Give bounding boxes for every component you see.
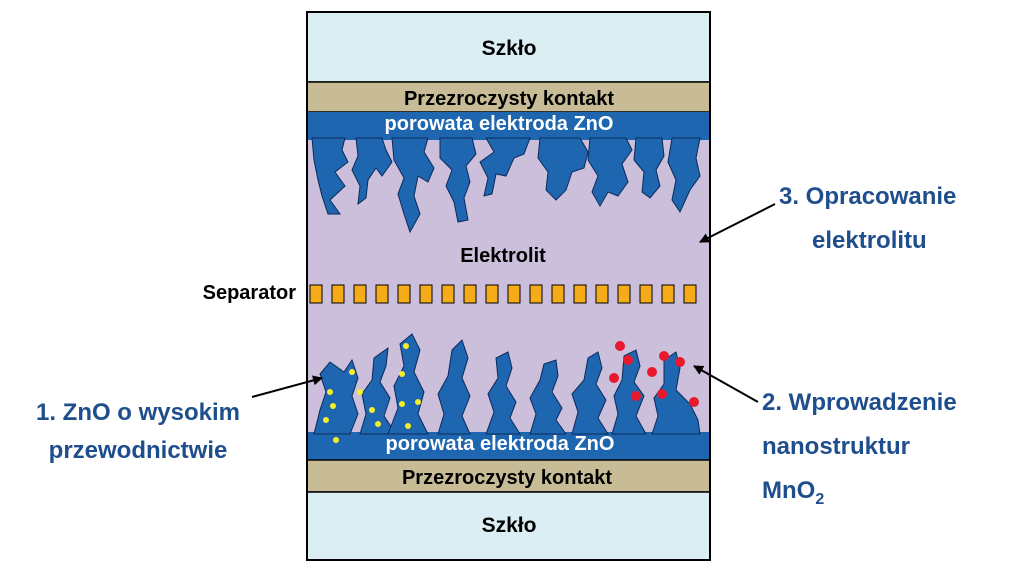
contact-top-layer bbox=[306, 81, 711, 113]
top-electrode-band bbox=[307, 112, 710, 140]
bottom-finger bbox=[571, 351, 609, 435]
electrode-bottom-label: porowata elektroda ZnO bbox=[386, 433, 615, 455]
arrow-icon bbox=[699, 203, 776, 243]
glass-top-layer bbox=[306, 11, 711, 83]
conductivity-dot bbox=[333, 437, 339, 443]
bottom-finger bbox=[529, 359, 567, 435]
mno2-particle bbox=[623, 355, 633, 365]
conductivity-dot bbox=[327, 389, 333, 395]
conductivity-dot bbox=[415, 399, 421, 405]
conductivity-dot bbox=[323, 417, 329, 423]
bottom-finger bbox=[485, 351, 521, 435]
glass-bottom-layer bbox=[306, 491, 711, 561]
glass-top-label: Szkło bbox=[482, 37, 537, 60]
conductivity-dot bbox=[369, 407, 375, 413]
contact-bottom-label: Przezroczysty kontakt bbox=[402, 467, 612, 489]
callout-3-line-2: elektrolitu bbox=[812, 227, 927, 254]
callout-1-line-1: 1. ZnO o wysokim bbox=[36, 399, 240, 426]
bottom-finger bbox=[359, 346, 397, 435]
electrode-top-label: porowata elektroda ZnO bbox=[385, 113, 614, 135]
conductivity-dot bbox=[399, 371, 405, 377]
bottom-finger bbox=[611, 349, 647, 435]
callout-2-line-2: nanostruktur bbox=[762, 433, 910, 460]
cell-stack bbox=[306, 11, 711, 561]
separator-segment bbox=[419, 284, 433, 304]
separator-segment bbox=[573, 284, 587, 304]
bottom-electrode-fingers bbox=[313, 333, 701, 435]
conductivity-dot bbox=[330, 403, 336, 409]
top-electrode-fingers bbox=[311, 137, 701, 234]
top-finger bbox=[537, 137, 589, 201]
top-finger bbox=[439, 137, 477, 223]
separator-segment bbox=[683, 284, 697, 304]
callout-2-line-3: MnO2 bbox=[762, 477, 824, 508]
top-finger bbox=[351, 137, 393, 206]
mno2-particle bbox=[631, 391, 641, 401]
callout-2-line-1: 2. Wprowadzenie bbox=[762, 389, 957, 416]
arrow-icon bbox=[693, 365, 759, 403]
glass-bottom-label: Szkło bbox=[482, 514, 537, 537]
electrolyte-label: Elektrolit bbox=[460, 245, 546, 267]
top-finger bbox=[587, 137, 633, 208]
separator-segment bbox=[551, 284, 565, 304]
separator-segment bbox=[441, 284, 455, 304]
mno2-particle bbox=[615, 341, 625, 351]
separator-segment bbox=[661, 284, 675, 304]
separator-segment bbox=[639, 284, 653, 304]
conductivity-dot bbox=[403, 343, 409, 349]
bottom-finger bbox=[313, 358, 359, 435]
separator-segment bbox=[463, 284, 477, 304]
callout-1-line-2: przewodnictwie bbox=[49, 437, 228, 464]
red-dots bbox=[609, 341, 699, 407]
bottom-finger bbox=[387, 333, 429, 435]
separator-label: Separator bbox=[203, 282, 297, 304]
separator-segment bbox=[397, 284, 411, 304]
bottom-finger bbox=[437, 339, 471, 435]
cell-outline bbox=[306, 11, 711, 561]
separator-segment bbox=[617, 284, 631, 304]
mno2-subscript: 2 bbox=[815, 491, 824, 508]
separator-strip bbox=[309, 284, 697, 304]
mno2-particle bbox=[647, 367, 657, 377]
separator-segment bbox=[309, 284, 323, 304]
mno2-particle bbox=[675, 357, 685, 367]
separator-segment bbox=[331, 284, 345, 304]
top-finger bbox=[311, 137, 349, 215]
conductivity-dot bbox=[349, 369, 355, 375]
top-finger bbox=[391, 137, 435, 234]
conductivity-dot bbox=[399, 401, 405, 407]
conductivity-dot bbox=[375, 421, 381, 427]
mno2-particle bbox=[657, 389, 667, 399]
mno2-main: MnO bbox=[762, 477, 815, 504]
separator-segment bbox=[507, 284, 521, 304]
conductivity-dot bbox=[405, 423, 411, 429]
arrow-icon bbox=[251, 375, 323, 398]
bottom-electrode-band bbox=[307, 432, 710, 460]
top-finger bbox=[633, 137, 665, 199]
mno2-particle bbox=[609, 373, 619, 383]
contact-top-label: Przezroczysty kontakt bbox=[404, 88, 614, 110]
separator-segment bbox=[529, 284, 543, 304]
top-finger bbox=[479, 137, 531, 197]
mno2-particle bbox=[659, 351, 669, 361]
conductivity-dot bbox=[357, 389, 363, 395]
separator-segment bbox=[375, 284, 389, 304]
callout-3-line-1: 3. Opracowanie bbox=[779, 183, 956, 210]
top-finger bbox=[667, 137, 701, 214]
separator-segment bbox=[595, 284, 609, 304]
yellow-dots bbox=[323, 343, 421, 443]
separator-segment bbox=[485, 284, 499, 304]
separator-segment bbox=[353, 284, 367, 304]
mno2-particle bbox=[689, 397, 699, 407]
